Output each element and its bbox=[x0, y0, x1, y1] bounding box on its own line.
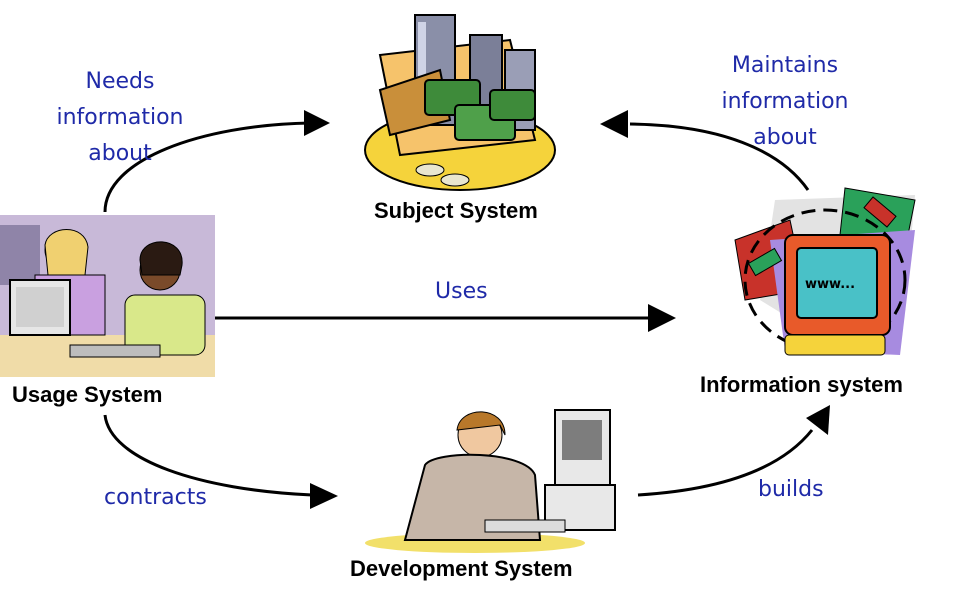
maintains-info-label: Maintains information about bbox=[705, 48, 865, 156]
usage-system-clipart bbox=[0, 215, 215, 377]
needs-info-line-2: information bbox=[56, 105, 184, 130]
screen-text: www... bbox=[805, 277, 855, 292]
subject-system-label: Subject System bbox=[374, 198, 538, 223]
needs-info-line-1: Needs bbox=[85, 69, 155, 94]
development-system-clipart bbox=[365, 409, 616, 553]
usage-system-label: Usage System bbox=[12, 382, 163, 407]
maintains-info-line-1: Maintains bbox=[731, 53, 839, 78]
maintains-info-line-2: information bbox=[721, 89, 849, 114]
subject-system-clipart bbox=[364, 14, 556, 191]
development-system-label: Development System bbox=[350, 556, 573, 581]
arrow-maintains-info bbox=[629, 122, 810, 191]
maintains-info-line-3: about bbox=[753, 125, 817, 150]
builds-label: builds bbox=[758, 477, 824, 502]
uses-label: Uses bbox=[435, 279, 488, 304]
information-system-clipart: www... bbox=[734, 187, 916, 356]
arrow-contracts bbox=[103, 414, 313, 497]
needs-info-label: Needs information about bbox=[40, 64, 200, 172]
arrow-needs-info bbox=[103, 121, 311, 213]
arrow-builds bbox=[637, 429, 814, 497]
contracts-label: contracts bbox=[104, 485, 207, 510]
information-system-label: Information system bbox=[700, 372, 903, 397]
needs-info-line-3: about bbox=[88, 141, 152, 166]
